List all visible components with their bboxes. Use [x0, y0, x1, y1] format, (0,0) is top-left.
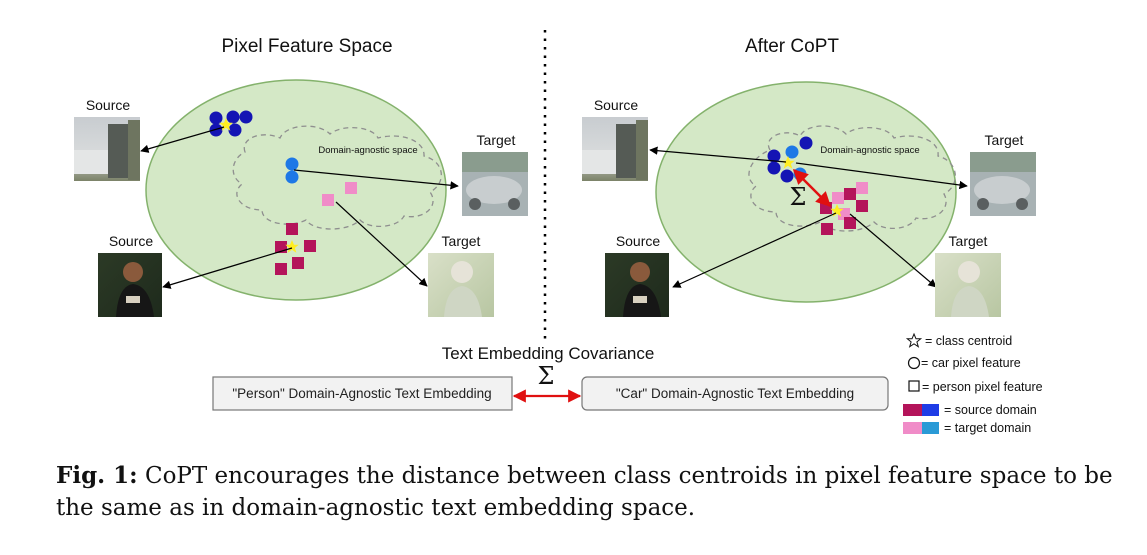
person-embedding-box: [212, 376, 513, 411]
legend-centroid: = class centroid: [925, 334, 1012, 348]
car-source-feature: [209, 111, 223, 125]
left-source-label-top: Source: [86, 97, 131, 113]
arrow-to-source-car: [649, 146, 787, 163]
arrow-to-source-car: [140, 126, 225, 153]
person-source-feature: [844, 188, 856, 200]
figure-caption: Fig. 1: CoPT encourages the distance bet…: [56, 460, 1116, 524]
left-target-label-top: Target: [477, 132, 516, 148]
person-source-feature: [292, 257, 304, 269]
left-cloud-label: Domain-agnostic space: [318, 145, 417, 156]
right-source-label-bottom: Source: [616, 233, 661, 249]
embedding-sigma: Σ: [538, 362, 555, 390]
person-source-feature: [820, 202, 832, 214]
text-embedding-section: Text Embedding Covariance Σ "Person" Dom…: [212, 344, 889, 411]
source-person-thumbnail: [605, 253, 669, 317]
right-sigma: Σ: [790, 183, 807, 211]
target-car-thumbnail: [462, 152, 528, 216]
person-target-feature: [856, 182, 868, 194]
left-feature-ellipse: [145, 79, 447, 301]
legend-target: = target domain: [944, 421, 1031, 435]
person-embedding-label: "Person" Domain-Agnostic Text Embedding: [232, 386, 491, 401]
right-cloud-label: Domain-agnostic space: [820, 145, 919, 156]
arrow-to-source-person: [162, 247, 293, 289]
legend-person: = person pixel feature: [922, 380, 1043, 394]
car-source-feature: [239, 110, 253, 124]
person-source-feature: [304, 240, 316, 252]
car-embedding-box: [581, 376, 889, 411]
arrow-to-target-car: [293, 169, 459, 190]
arrow-to-source-person: [672, 212, 837, 288]
arrow-to-target-person: [335, 201, 428, 287]
car-target-feature: [285, 157, 299, 171]
person-target-feature: [322, 194, 334, 206]
source-person-swatch: [903, 404, 922, 416]
arrow-to-target-person: [849, 213, 937, 288]
target-person-thumbnail: [935, 253, 1001, 317]
source-car-swatch: [922, 404, 939, 416]
right-source-label-top: Source: [594, 97, 639, 113]
person-target-feature: [345, 182, 357, 194]
car-target-feature: [285, 170, 299, 184]
person-source-feature: [844, 217, 856, 229]
circle-icon: [907, 356, 921, 370]
car-source-feature: [799, 136, 813, 150]
arrow-to-target-car: [795, 162, 968, 190]
person-source-feature: [286, 223, 298, 235]
source-person-thumbnail: [98, 253, 162, 317]
right-agnostic-cloud: [748, 125, 956, 232]
star-icon: [905, 332, 923, 348]
right-panel-title: After CoPT: [745, 36, 839, 57]
car-target-feature: [785, 145, 799, 159]
person-source-feature: [856, 200, 868, 212]
target-car-swatch: [922, 422, 939, 434]
source-car-thumbnail: [582, 117, 648, 181]
car-embedding-label: "Car" Domain-Agnostic Text Embedding: [616, 386, 854, 401]
centroid-distance-arrow: [792, 168, 832, 208]
legend: = class centroid = car pixel feature = p…: [903, 332, 1043, 435]
person-source-feature: [821, 223, 833, 235]
square-icon: [908, 380, 920, 392]
caption-text: CoPT encourages the distance between cla…: [56, 463, 1113, 521]
car-target-feature: [793, 167, 807, 181]
left-source-label-bottom: Source: [109, 233, 154, 249]
left-panel-title: Pixel Feature Space: [221, 36, 392, 57]
right-target-label-bottom: Target: [949, 233, 988, 249]
target-person-swatch: [903, 422, 922, 434]
target-car-thumbnail: [970, 152, 1036, 216]
copt-diagram: Pixel Feature Space Domain-agnostic spac…: [74, 30, 1043, 435]
caption-label: Fig. 1:: [56, 462, 138, 489]
text-embedding-title: Text Embedding Covariance: [442, 344, 655, 363]
legend-car: = car pixel feature: [921, 356, 1021, 370]
person-target-feature: [832, 192, 844, 204]
car-source-feature: [767, 161, 781, 175]
car-source-feature: [767, 149, 781, 163]
left-target-label-bottom: Target: [442, 233, 481, 249]
legend-source: = source domain: [944, 403, 1037, 417]
car-source-feature: [228, 123, 242, 137]
car-source-feature: [780, 169, 794, 183]
target-person-thumbnail: [428, 253, 494, 317]
person-source-feature: [275, 263, 287, 275]
car-source-feature: [226, 110, 240, 124]
car-source-feature: [209, 123, 223, 137]
car-class-centroid: [781, 156, 795, 169]
source-car-thumbnail: [74, 117, 140, 181]
right-target-label-top: Target: [985, 132, 1024, 148]
left-panel: Pixel Feature Space Domain-agnostic spac…: [74, 36, 528, 317]
right-panel: After CoPT Domain-agnostic space Σ Sourc…: [582, 36, 1036, 317]
